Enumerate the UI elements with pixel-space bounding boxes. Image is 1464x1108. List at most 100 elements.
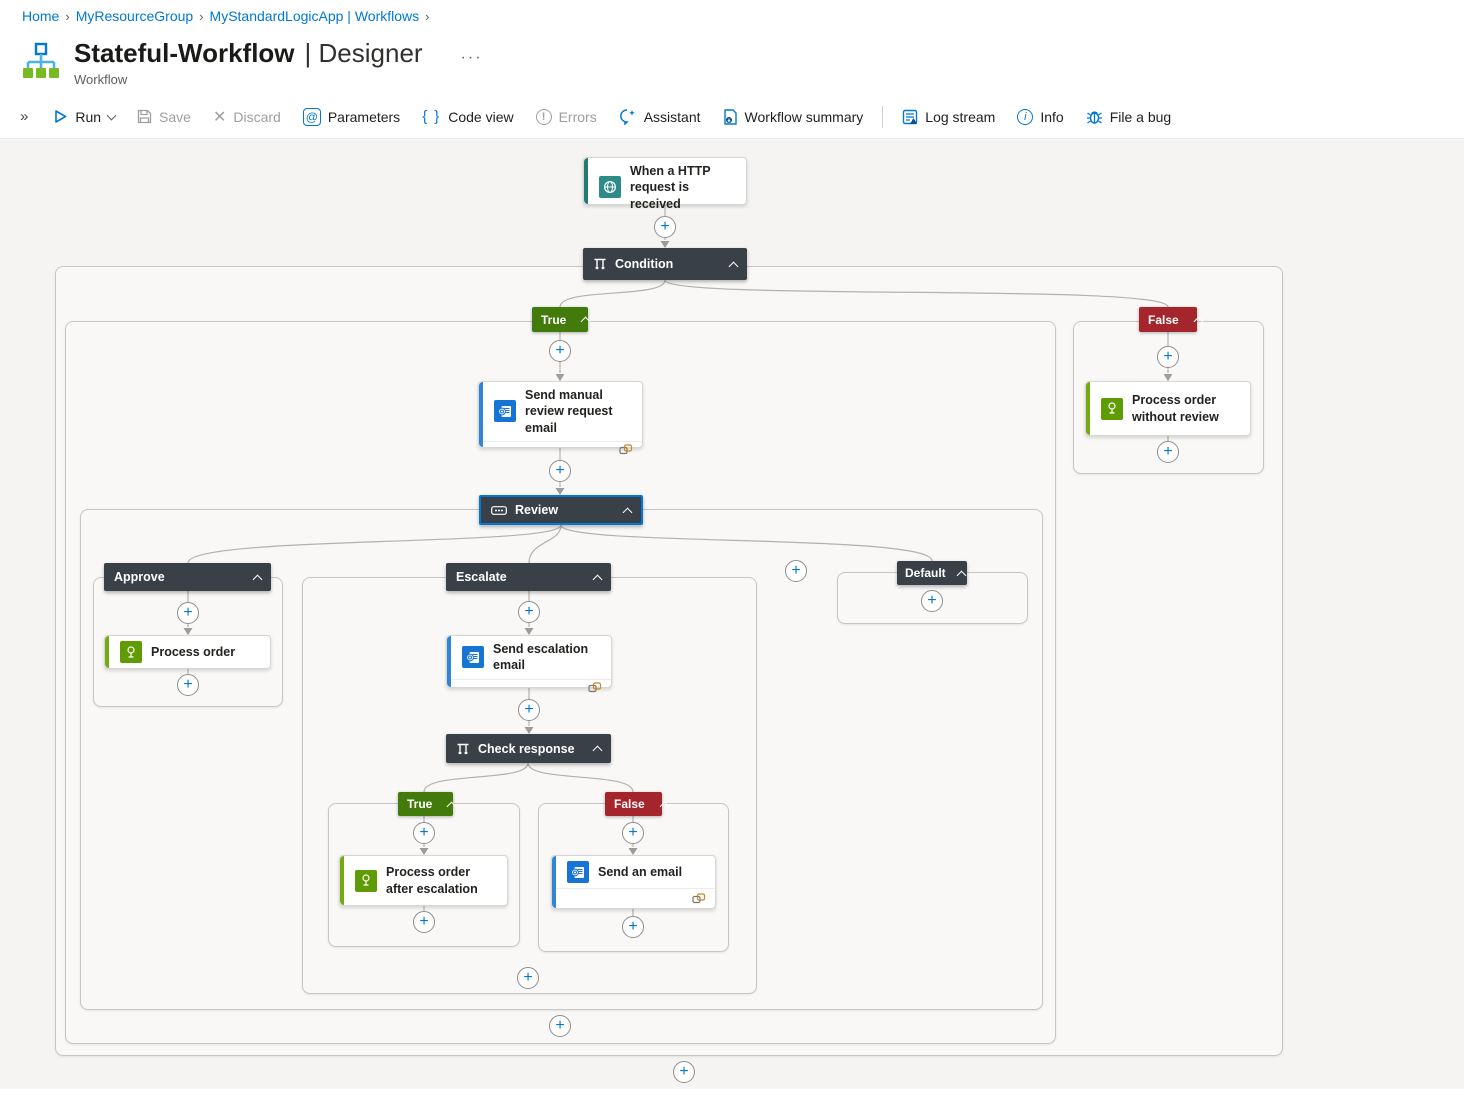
trigger-title: When a HTTP request is received xyxy=(630,164,711,211)
review-switch-action[interactable]: Review xyxy=(479,495,643,525)
connection-icon xyxy=(692,893,706,904)
error-circle-icon: ! xyxy=(535,108,552,125)
assistant-chat-icon xyxy=(619,108,635,125)
action-title: Send an email xyxy=(598,864,683,879)
info-button[interactable]: i Info xyxy=(1006,99,1074,135)
run-button[interactable]: Run xyxy=(42,99,126,135)
outlook-icon xyxy=(567,861,589,883)
parameters-icon: @ xyxy=(302,107,321,126)
chevron-up-icon[interactable] xyxy=(728,261,739,271)
add-action-button[interactable] xyxy=(549,340,571,362)
send-an-email-card[interactable]: Send an email xyxy=(551,855,716,909)
chevron-up-icon[interactable] xyxy=(252,574,263,584)
breadcrumb-resource-group[interactable]: MyResourceGroup xyxy=(75,8,194,24)
action-title: Send manual review request email xyxy=(525,388,613,435)
http-request-icon xyxy=(599,176,621,199)
add-action-button[interactable] xyxy=(177,602,199,624)
add-action-button[interactable] xyxy=(518,601,540,623)
breadcrumb-logic-app[interactable]: MyStandardLogicApp | Workflows xyxy=(209,8,420,24)
breadcrumb-home[interactable]: Home xyxy=(22,8,60,24)
approve-case-header[interactable]: Approve xyxy=(104,563,271,591)
designer-canvas: When a HTTP request is received Conditio… xyxy=(0,139,1464,1089)
connection-icon xyxy=(619,444,633,454)
workflow-summary-button[interactable]: Workflow summary xyxy=(712,99,875,135)
add-action-button[interactable] xyxy=(654,216,676,238)
page-title: Stateful-Workflow xyxy=(74,38,295,68)
process-order-icon xyxy=(120,641,142,663)
add-action-button[interactable] xyxy=(177,674,199,696)
breadcrumb: Home › MyResourceGroup › MyStandardLogic… xyxy=(0,0,1464,26)
close-icon: ✕ xyxy=(212,108,227,126)
true-branch-label[interactable]: True xyxy=(532,307,591,332)
page-title-mode: | Designer xyxy=(304,38,423,68)
process-order-card[interactable]: Process order xyxy=(104,635,271,669)
condition-action[interactable]: Condition xyxy=(583,248,747,280)
add-action-button[interactable] xyxy=(1157,346,1179,368)
assistant-button[interactable]: Assistant xyxy=(608,99,712,135)
check-true-label[interactable]: True xyxy=(398,792,457,816)
add-action-button[interactable] xyxy=(413,911,435,933)
workflow-icon xyxy=(23,42,59,78)
action-title: Process order xyxy=(151,644,236,659)
card-footer xyxy=(479,440,642,457)
escalate-case-header[interactable]: Escalate xyxy=(446,563,611,591)
add-action-button[interactable] xyxy=(1157,441,1179,463)
default-case-header[interactable]: Default xyxy=(897,561,967,585)
chevron-up-icon[interactable] xyxy=(622,507,633,517)
connection-icon xyxy=(588,681,602,692)
card-accent xyxy=(105,636,109,668)
command-bar: » Run Save ✕ Discard @ Parameters { } Co… xyxy=(0,95,1464,139)
false-branch-label[interactable]: False xyxy=(1139,307,1204,332)
card-accent xyxy=(552,856,556,908)
document-summary-icon xyxy=(723,108,737,125)
chevron-up-icon[interactable] xyxy=(956,570,967,580)
process-order-icon xyxy=(355,869,377,892)
chevron-up-icon[interactable] xyxy=(592,574,603,584)
condition-icon xyxy=(457,743,469,754)
page-subtitle: Workflow xyxy=(74,72,128,87)
log-stream-button[interactable]: Log stream xyxy=(891,99,1006,135)
breadcrumb-separator-icon: › xyxy=(425,8,430,24)
breadcrumb-separator-icon: › xyxy=(65,8,70,24)
errors-button[interactable]: ! Errors xyxy=(525,99,608,135)
add-case-button[interactable] xyxy=(785,560,807,582)
add-action-button[interactable] xyxy=(518,699,540,721)
send-manual-review-email-card[interactable]: Send manual review request email xyxy=(478,381,643,454)
action-title: Process order after escalation xyxy=(386,865,478,896)
add-action-button[interactable] xyxy=(921,590,943,612)
file-a-bug-button[interactable]: File a bug xyxy=(1075,99,1182,135)
parameters-button[interactable]: @ Parameters xyxy=(292,99,411,135)
toolbar-divider xyxy=(882,105,884,128)
more-options-icon[interactable]: ··· xyxy=(460,49,483,66)
action-title: Process order without review xyxy=(1132,393,1219,424)
add-action-button[interactable] xyxy=(622,822,644,844)
page-header: Stateful-Workflow | Designer ··· Workflo… xyxy=(0,26,1464,91)
send-escalation-email-card[interactable]: Send escalation email xyxy=(446,635,612,692)
card-footer xyxy=(552,888,715,908)
code-view-button[interactable]: { } Code view xyxy=(422,108,514,125)
card-footer xyxy=(447,678,611,695)
check-false-label[interactable]: False xyxy=(605,792,670,816)
add-action-button[interactable] xyxy=(549,1015,571,1037)
chevron-up-icon[interactable] xyxy=(592,745,603,756)
process-order-without-review-card[interactable]: Process order without review xyxy=(1085,381,1251,436)
bug-icon xyxy=(1086,110,1102,124)
process-order-after-escalation-card[interactable]: Process order after escalation xyxy=(339,855,508,906)
collapse-panel-icon[interactable]: » xyxy=(20,108,29,125)
add-action-button[interactable] xyxy=(517,967,539,989)
add-action-button[interactable] xyxy=(673,1061,695,1083)
card-accent xyxy=(340,856,344,905)
card-accent xyxy=(1086,382,1090,435)
chevron-down-icon xyxy=(106,110,117,120)
condition-icon xyxy=(594,258,606,270)
trigger-card-http-request[interactable]: When a HTTP request is received xyxy=(583,157,747,211)
add-action-button[interactable] xyxy=(622,916,644,938)
add-action-button[interactable] xyxy=(413,822,435,844)
card-accent xyxy=(447,636,451,687)
discard-button[interactable]: ✕ Discard xyxy=(212,108,281,126)
card-accent xyxy=(479,382,483,447)
add-action-button[interactable] xyxy=(549,460,571,482)
save-button[interactable]: Save xyxy=(126,99,202,135)
check-response-action[interactable]: Check response xyxy=(446,734,611,763)
play-icon xyxy=(55,110,67,123)
